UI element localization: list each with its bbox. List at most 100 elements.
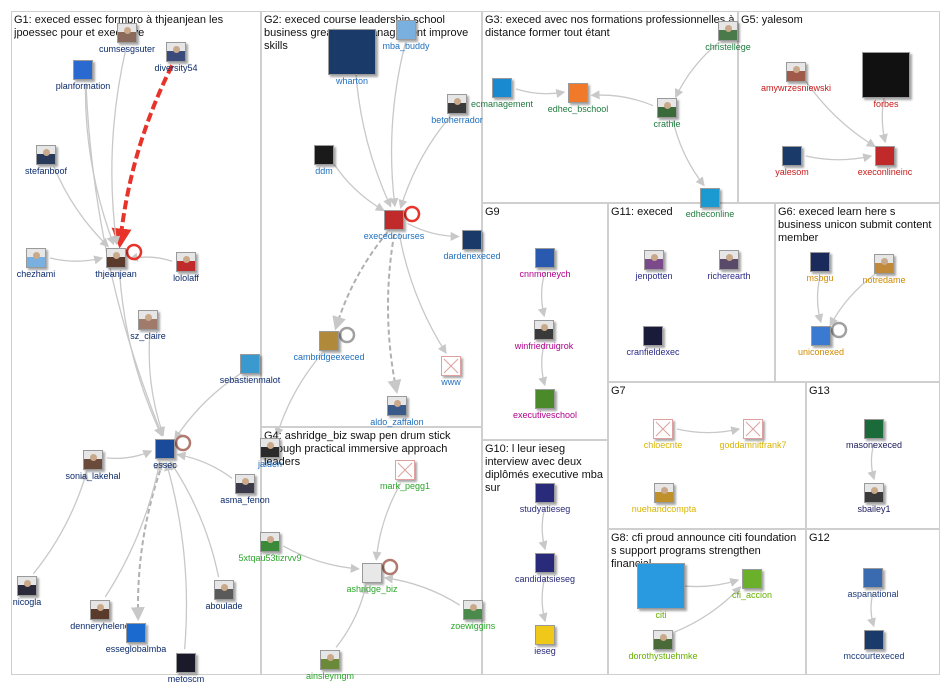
node-label: ashridge_biz [346,584,398,594]
node-mark_pegg[interactable]: mark_pegg1 [357,460,453,492]
node-ieseg[interactable]: ieseg [497,625,593,657]
node-cfi_accion[interactable]: cfi_accion [704,569,800,601]
node-label: metoscm [167,674,205,684]
node-stefanboof[interactable]: stefanboof [0,145,94,177]
node-citi[interactable]: citi [613,563,709,621]
node-ddm[interactable]: ddm [276,145,372,177]
node-label: aldo_zaffalon [370,417,424,427]
node-ashridge_biz[interactable]: ashridge_biz [324,563,420,595]
node-executiveschool[interactable]: executiveschool [497,389,593,421]
node-esseglobalmba[interactable]: esseglobalmba [88,623,184,655]
group-panel-g6: G6: execed learn here s business unicon … [775,203,940,382]
node-ecmanagement[interactable]: ecmanagement [454,78,550,110]
node-mccourtexeced[interactable]: mccourtexeced [826,630,922,662]
node-aldo_zaffalon[interactable]: aldo_zaffalon [349,396,445,428]
node-edhec_bschool[interactable]: edhec_bschool [530,83,626,115]
node-betoherrador[interactable]: betoherrador [409,94,505,126]
edge-nicogla-sonia_lakehal [32,471,89,575]
person-icon [463,600,483,620]
node-forbes[interactable]: forbes [838,52,934,110]
node-goddamnitfrank7[interactable]: goddamnitfrank7 [705,419,801,451]
edge-studyatieseg-candidatsieseg [538,506,548,551]
node-uniconexed[interactable]: uniconexed [773,326,869,358]
edge-essec-esseglobalmba [130,462,164,622]
node-candidatsieseg[interactable]: candidatsieseg [497,553,593,585]
node-mba_buddy[interactable]: mba_buddy [358,20,454,52]
node-sonia_lakehal[interactable]: sonia_lakehal [45,450,141,482]
node-cnnmoneych[interactable]: cnnmoneych [497,248,593,280]
shield-icon [875,146,895,166]
node-sebastienmalot[interactable]: sebastienmalot [202,354,298,386]
logo-icon [535,248,555,268]
node-label: yalesom [775,167,809,177]
edge-candidatsieseg-ieseg [538,576,548,623]
node-notredame[interactable]: notredame [836,254,932,286]
node-amywrzesniewski[interactable]: amywrzesniewski [748,62,844,94]
person-icon [26,248,46,268]
node-label: aboulade [205,601,243,611]
node-zoewiggins[interactable]: zoewiggins [425,600,521,632]
node-sz_claire[interactable]: sz_claire [100,310,196,342]
node-chloecnte[interactable]: chloecnte [615,419,711,451]
person-icon [719,250,739,270]
node-dorothystuehmke[interactable]: dorothystuehmke [615,630,711,662]
node-label: jaiden [257,459,283,469]
edge-christellege-crathle [674,41,720,99]
node-cranfieldexec[interactable]: cranfieldexec [605,326,701,358]
edge-mba_buddy-execedcourses [389,43,406,208]
node-diversity54[interactable]: diversity54 [128,42,224,74]
node-5xtqau53tizrvv9[interactable]: 5xtqau53tizrvv9 [222,532,318,564]
node-chezhami[interactable]: chezhami [0,248,84,280]
node-studyatieseg[interactable]: studyatieseg [497,483,593,515]
node-jenpotten[interactable]: jenpotten [606,250,702,282]
node-thjeanjean[interactable]: thjeanjean [68,248,164,280]
edge-sonia_lakehal-essec [106,450,153,460]
node-label: sonia_lakehal [65,471,121,481]
group-panel-g9: G9 [482,203,608,440]
node-label: crathle [653,119,681,129]
node-aspanational[interactable]: aspanational [825,568,921,600]
node-label: msbgu [806,273,834,283]
node-planformation[interactable]: planformation [35,60,131,92]
node-www[interactable]: www [403,356,499,388]
node-msbgu[interactable]: msbgu [772,252,868,284]
node-execedcourses[interactable]: execedcourses [346,210,442,242]
node-aboulade[interactable]: aboulade [176,580,272,612]
wharton-logo-icon [328,29,376,75]
node-winfriedruigrok[interactable]: winfriedruigrok [496,320,592,352]
ieseg-logo-icon [535,483,555,503]
node-cambridgeexeced[interactable]: cambridgeexeced [281,331,377,363]
node-metoscm[interactable]: metoscm [138,653,234,685]
node-christellege[interactable]: christellege [680,21,776,53]
node-ainsleymgm[interactable]: ainsleymgm [282,650,378,682]
node-masonexeced[interactable]: masonexeced [826,419,922,451]
node-wharton[interactable]: wharton [304,29,400,87]
edge-execedcourses-cambridgeexeced [332,231,389,331]
node-nicogla[interactable]: nicogla [0,576,75,608]
node-label: cumsesgsuter [98,44,156,54]
node-label: betoherrador [431,115,483,125]
self-loop-uniconexed [830,321,848,339]
person-icon [176,252,196,272]
node-cumsesgsuter[interactable]: cumsesgsuter [79,23,175,55]
node-dennerylelene[interactable]: denneryhelene [52,600,148,632]
node-sbailey1[interactable]: sbailey1 [826,483,922,515]
node-edheconline[interactable]: edheconline [662,188,758,220]
cjbs-logo-icon [319,331,339,351]
node-richerearth[interactable]: richerearth [681,250,777,282]
node-label: 5xtqau53tizrvv9 [238,553,302,563]
node-lololaff[interactable]: lololaff [138,252,234,284]
node-dardenexeced[interactable]: dardenexeced [424,230,520,262]
citi-logo-icon [637,563,685,609]
node-jaiden[interactable]: jaiden [222,438,318,470]
node-asma_fenon[interactable]: asma_fenon [197,474,293,506]
edge-metoscm-essec [164,461,188,650]
node-essec[interactable]: essec [117,439,213,471]
node-execonlineinc[interactable]: execonlineinc [837,146,933,178]
node-label: cnnmoneych [519,269,571,279]
node-yalesom[interactable]: yalesom [744,146,840,178]
self-loop-thjeanjean [125,243,143,261]
node-nuehandcompta[interactable]: nuehandcompta [616,483,712,515]
group-title: G9 [485,206,500,218]
node-crathle[interactable]: crathle [619,98,715,130]
